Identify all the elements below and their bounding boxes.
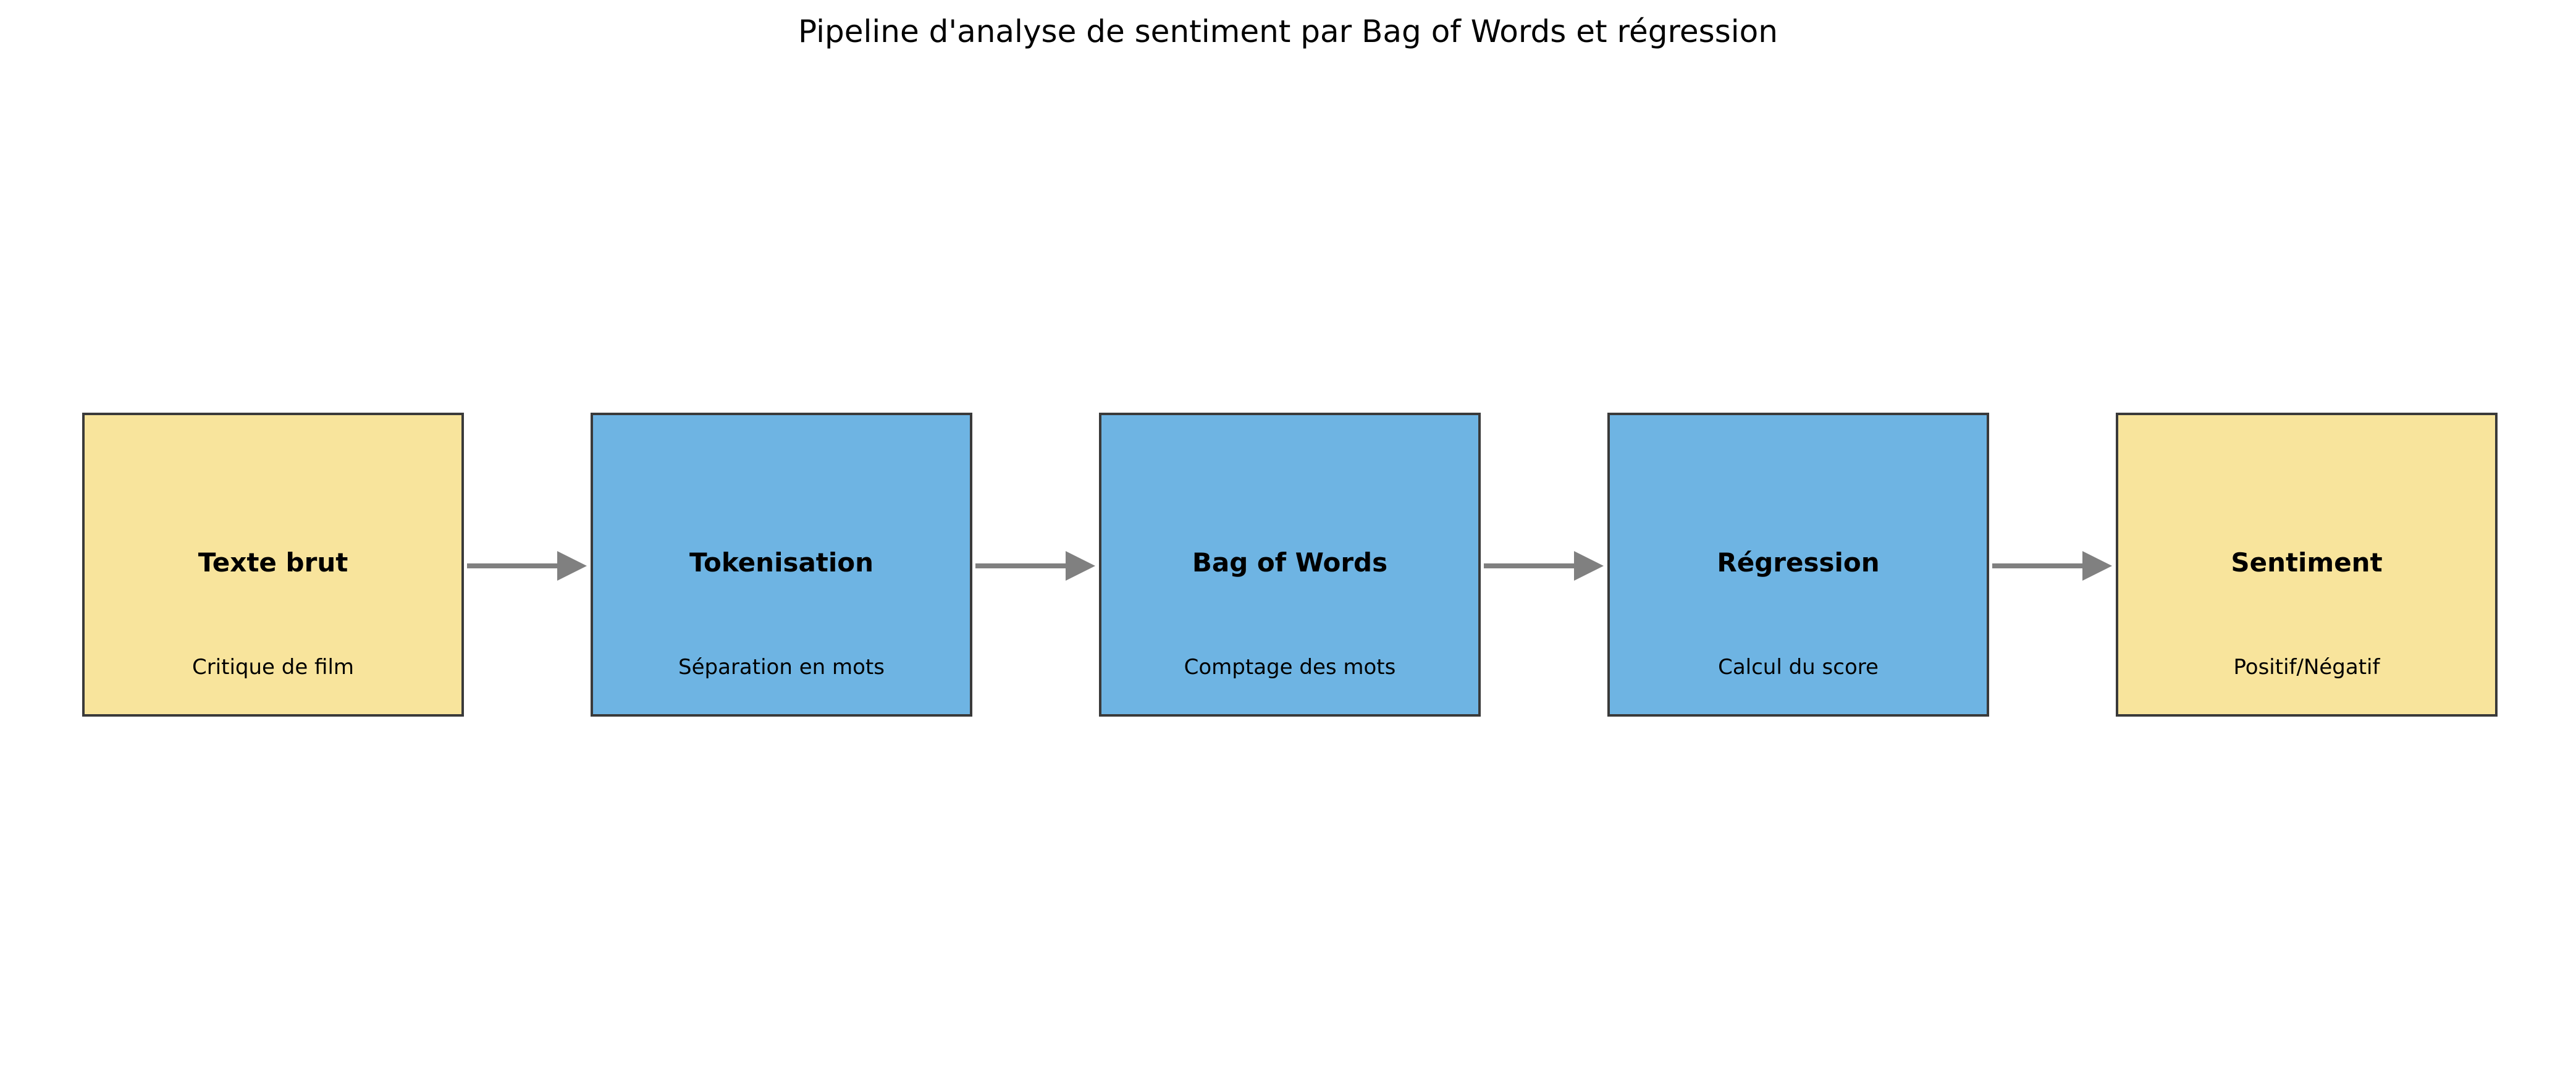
node-bag-of-words: Bag of Words Comptage des mots bbox=[1099, 413, 1481, 717]
node-label: Bag of Words bbox=[1192, 547, 1388, 578]
node-sentiment: Sentiment Positif/Négatif bbox=[2116, 413, 2498, 717]
node-label: Sentiment bbox=[2231, 547, 2383, 578]
node-label: Régression bbox=[1717, 547, 1880, 578]
node-sublabel: Comptage des mots bbox=[1184, 655, 1396, 680]
node-sublabel: Critique de film bbox=[192, 655, 355, 680]
node-texte-brut: Texte brut Critique de film bbox=[82, 413, 464, 717]
node-label: Texte brut bbox=[198, 547, 348, 578]
node-label: Tokenisation bbox=[689, 547, 874, 578]
node-sublabel: Calcul du score bbox=[1718, 655, 1879, 680]
node-regression: Régression Calcul du score bbox=[1607, 413, 1989, 717]
node-tokenisation: Tokenisation Séparation en mots bbox=[591, 413, 972, 717]
node-sublabel: Positif/Négatif bbox=[2233, 655, 2380, 680]
diagram-title: Pipeline d'analyse de sentiment par Bag … bbox=[798, 14, 1778, 49]
node-sublabel: Séparation en mots bbox=[678, 655, 885, 680]
